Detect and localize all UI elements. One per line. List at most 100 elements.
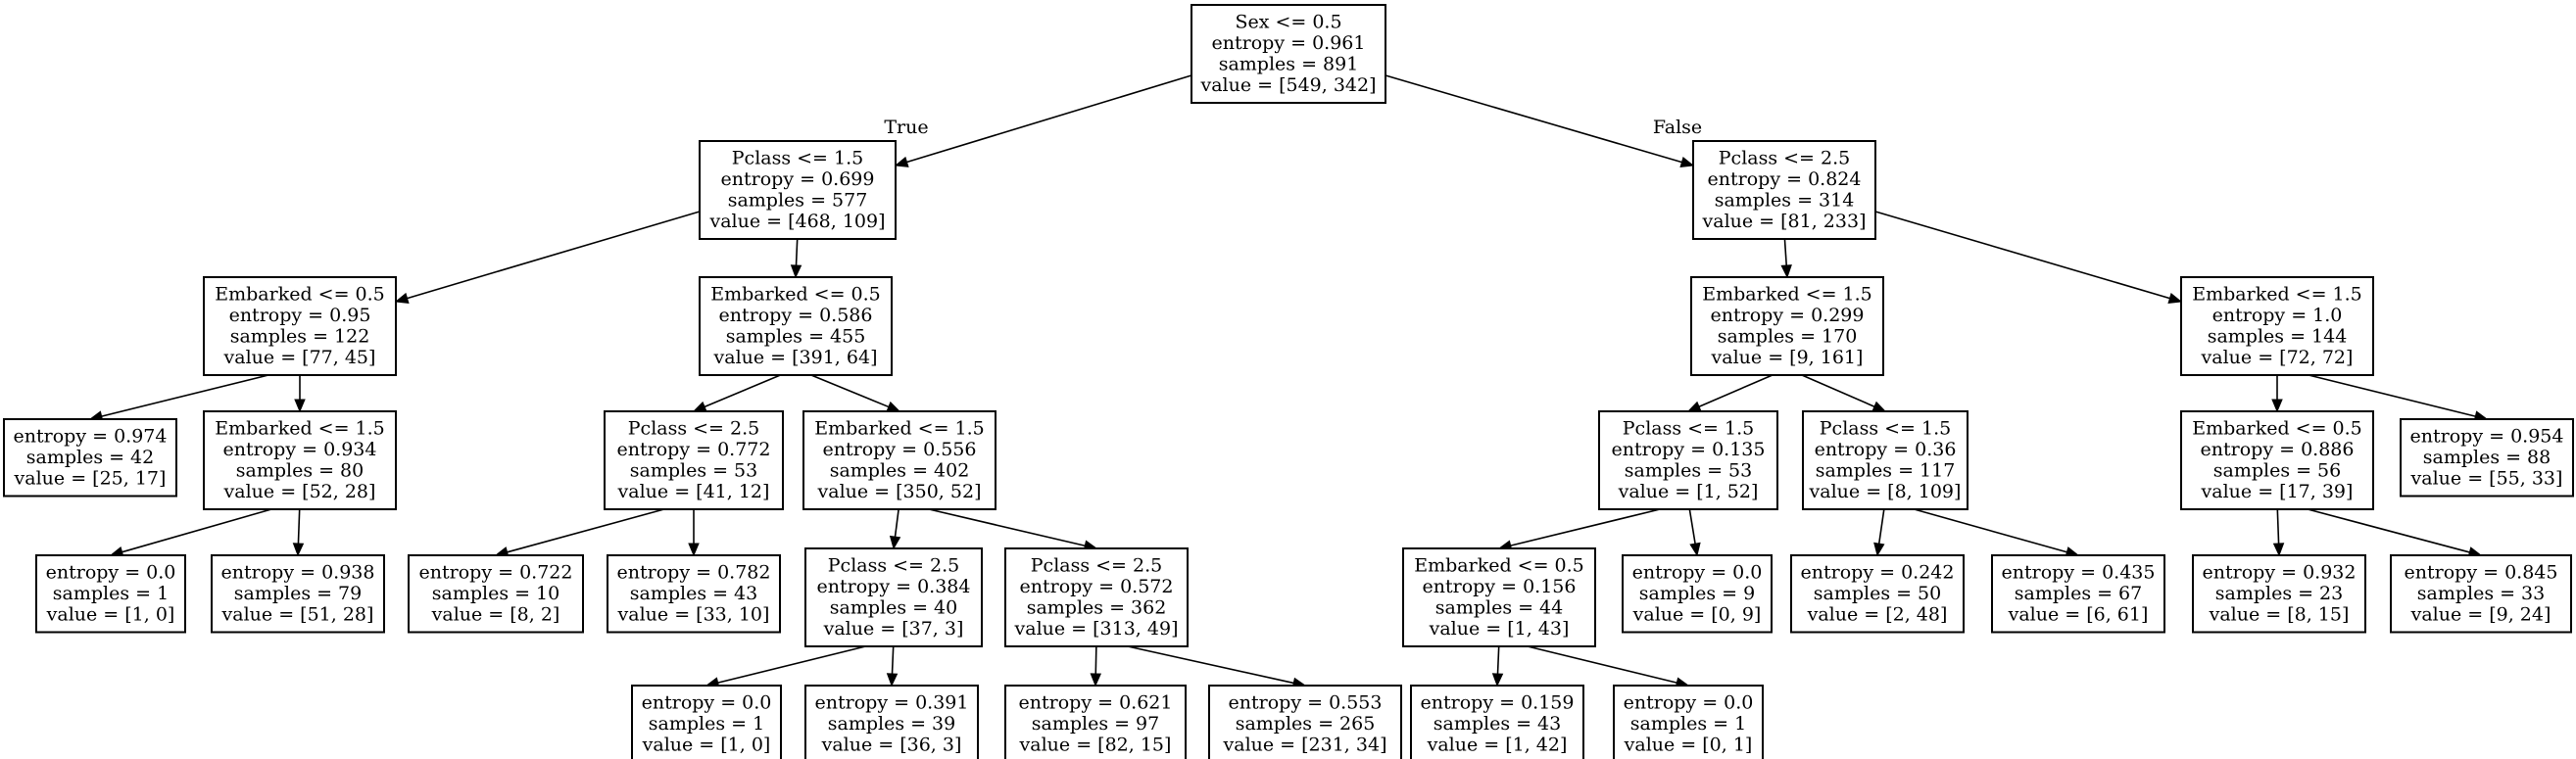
edge-line (1527, 645, 1677, 684)
node-text-line: value = [9, 161] (1711, 347, 1864, 368)
node-text-line: value = [2, 48] (1807, 604, 1948, 626)
node-box (35, 554, 186, 634)
node-box (203, 410, 397, 510)
node-text-line: entropy = 0.95 (229, 305, 371, 326)
node-text-line: entropy = 1.0 (2212, 305, 2343, 326)
node-text-line: value = [82, 15] (1019, 735, 1172, 756)
node-text-line: entropy = 0.553 (1229, 692, 1383, 714)
edge-line (928, 508, 1086, 547)
arrowhead-icon (894, 156, 909, 167)
node-text-line: value = [1, 43] (1429, 618, 1570, 640)
node-text-line: entropy = 0.384 (817, 576, 971, 597)
node-box (604, 410, 784, 510)
node-box (1690, 276, 1884, 376)
node-text-line: Pclass <= 2.5 (1031, 555, 1162, 577)
node-text-line: entropy = 0.0 (1624, 692, 1754, 714)
node-text-line: value = [25, 17] (14, 468, 167, 490)
node-text-line: value = [391, 64] (713, 347, 878, 368)
node-text-line: value = [81, 233] (1702, 211, 1867, 232)
node-box (1790, 554, 1965, 634)
node-text-line: value = [6, 61] (2008, 604, 2149, 626)
node-text-line: Embarked <= 1.5 (814, 418, 985, 440)
node-box (1208, 685, 1402, 759)
node-box (1191, 4, 1386, 104)
node-text-line: entropy = 0.0 (1632, 562, 1763, 584)
node-text-line: Embarked <= 0.5 (710, 284, 881, 306)
node-text-line: samples = 42 (26, 447, 155, 468)
node-text-line: entropy = 0.782 (617, 562, 771, 584)
edge-line (2308, 374, 2476, 417)
arrowhead-icon (692, 401, 707, 412)
node-box (1004, 685, 1187, 759)
edge-label: True (884, 117, 928, 138)
node-text-line: entropy = 0.586 (719, 305, 873, 326)
node-text-line: samples = 53 (630, 460, 758, 482)
node-text-line: value = [313, 49] (1014, 618, 1179, 640)
node-text-line: Pclass <= 2.5 (1719, 148, 1850, 169)
node-text-line: entropy = 0.156 (1423, 576, 1577, 597)
node-text-line: samples = 891 (1219, 54, 1359, 75)
node-box (3, 418, 177, 498)
node-text-line: samples = 144 (2208, 326, 2348, 348)
edge-line (1914, 508, 2067, 553)
node-text-line: samples = 9 (1639, 583, 1755, 604)
node-box (631, 685, 782, 759)
edge-label: False (1653, 117, 1702, 138)
node-text-line: value = [52, 28] (223, 481, 376, 502)
edge-line (891, 645, 895, 675)
node-text-line: value = [41, 12] (617, 481, 770, 502)
node-box (2390, 554, 2572, 634)
node-text-line: samples = 43 (630, 583, 758, 604)
node-text-line: value = [72, 72] (2201, 347, 2354, 368)
arrowhead-icon (1679, 156, 1695, 168)
node-text-line: entropy = 0.954 (2410, 426, 2564, 448)
edge-line (2307, 508, 2470, 553)
node-text-line: entropy = 0.772 (617, 439, 771, 460)
node-text-line: samples = 1 (1630, 713, 1746, 735)
arrowhead-icon (790, 264, 802, 279)
node-text-line: samples = 88 (2423, 447, 2552, 468)
node-box (699, 140, 897, 240)
node-text-line: entropy = 0.299 (1711, 305, 1865, 326)
node-box (802, 410, 996, 510)
node-box (1991, 554, 2165, 634)
node-text-line: samples = 33 (2417, 583, 2546, 604)
node-text-line: value = [9, 24] (2410, 604, 2552, 626)
node-text-line: samples = 50 (1814, 583, 1942, 604)
node-text-line: value = [55, 33] (2410, 468, 2563, 490)
edge-line (906, 74, 1192, 164)
edge-line (1127, 645, 1294, 685)
node-text-line: samples = 122 (230, 326, 370, 348)
node-text-line: samples = 455 (726, 326, 866, 348)
edge-line (795, 238, 799, 266)
arrowhead-icon (294, 399, 306, 413)
node-text-line: entropy = 0.934 (223, 439, 377, 460)
node-box (203, 276, 397, 376)
edge-line (1698, 374, 1774, 407)
arrowhead-icon (1689, 542, 1701, 557)
arrowhead-icon (886, 673, 899, 688)
node-text-line: value = [1, 52] (1618, 481, 1759, 502)
arrowhead-icon (688, 543, 700, 557)
arrowhead-icon (2271, 399, 2283, 413)
node-text-line: entropy = 0.556 (823, 439, 977, 460)
edge-line (2276, 508, 2280, 545)
node-text-line: samples = 170 (1718, 326, 1858, 348)
node-box (804, 547, 983, 647)
edge-line (407, 211, 701, 300)
arrowhead-icon (2167, 292, 2183, 304)
node-text-line: samples = 67 (2015, 583, 2143, 604)
